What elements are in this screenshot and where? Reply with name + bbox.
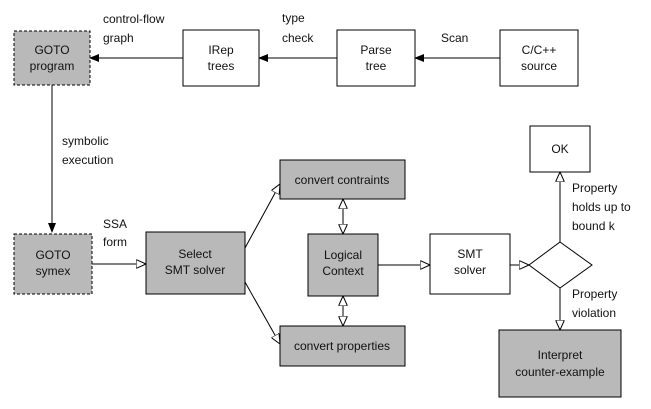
node-interpret-line-1: Interpret bbox=[538, 348, 583, 362]
label-type-check-2: check bbox=[282, 31, 314, 45]
node-c-source: C/C++ source bbox=[499, 29, 579, 87]
node-convert-contraints-label: convert contraints bbox=[295, 173, 390, 187]
node-parse-tree: Parse tree bbox=[336, 29, 416, 87]
node-c-source-line-1: C/C++ bbox=[522, 43, 557, 57]
node-irep-trees-line-1: IRep bbox=[208, 43, 234, 57]
label-ssa-2: form bbox=[103, 235, 127, 249]
node-logical-context: Logical Context bbox=[307, 233, 379, 297]
node-ok: OK bbox=[529, 125, 591, 173]
label-holds-1: Property bbox=[572, 181, 617, 195]
node-smt-solver-line-1: SMT bbox=[457, 247, 483, 261]
node-goto-program-line-1: GOTO bbox=[34, 43, 69, 57]
node-goto-symex-line-1: GOTO bbox=[35, 248, 70, 262]
node-logical-context-line-2: Context bbox=[322, 264, 364, 278]
node-irep-trees: IRep trees bbox=[182, 29, 260, 87]
edge-to-convert-constraints bbox=[244, 184, 280, 249]
node-irep-trees-line-2: trees bbox=[208, 59, 235, 73]
edge-to-convert-properties bbox=[244, 281, 280, 344]
node-logical-context-line-1: Logical bbox=[324, 248, 362, 262]
label-control-flow-2: graph bbox=[103, 31, 134, 45]
label-type-check-1: type bbox=[282, 11, 305, 25]
node-smt-solver: SMT solver bbox=[429, 233, 511, 295]
label-scan: Scan bbox=[441, 31, 468, 45]
label-control-flow-1: control-flow bbox=[103, 12, 165, 26]
label-symbolic-2: execution bbox=[62, 153, 113, 167]
label-symbolic-1: symbolic bbox=[62, 134, 109, 148]
label-holds-3: bound k bbox=[572, 219, 616, 233]
node-goto-program: GOTO program bbox=[13, 30, 91, 86]
node-ok-label: OK bbox=[551, 142, 568, 156]
node-goto-symex-line-2: symex bbox=[36, 264, 71, 278]
node-goto-symex: GOTO symex bbox=[13, 233, 93, 295]
node-interpret-counter-example: Interpret counter-example bbox=[498, 329, 622, 398]
node-convert-contraints: convert contraints bbox=[279, 159, 406, 200]
node-goto-program-line-2: program bbox=[30, 59, 75, 73]
label-violation-1: Property bbox=[572, 287, 617, 301]
label-ssa-1: SSA bbox=[103, 217, 127, 231]
label-holds-2: holds up to bbox=[572, 200, 631, 214]
node-interpret-line-2: counter-example bbox=[515, 365, 605, 379]
node-parse-tree-line-1: Parse bbox=[360, 43, 392, 57]
node-convert-properties-label: convert properties bbox=[294, 339, 390, 353]
label-violation-2: violation bbox=[572, 306, 616, 320]
node-select-smt-solver: Select SMT solver bbox=[145, 231, 246, 295]
node-parse-tree-line-2: tree bbox=[366, 59, 387, 73]
node-convert-properties: convert properties bbox=[279, 325, 406, 367]
node-select-smt-solver-line-1: Select bbox=[178, 247, 212, 261]
node-decision bbox=[528, 241, 593, 289]
node-select-smt-solver-line-2: SMT solver bbox=[165, 263, 225, 277]
node-smt-solver-line-2: solver bbox=[454, 263, 486, 277]
node-c-source-line-2: source bbox=[521, 59, 557, 73]
